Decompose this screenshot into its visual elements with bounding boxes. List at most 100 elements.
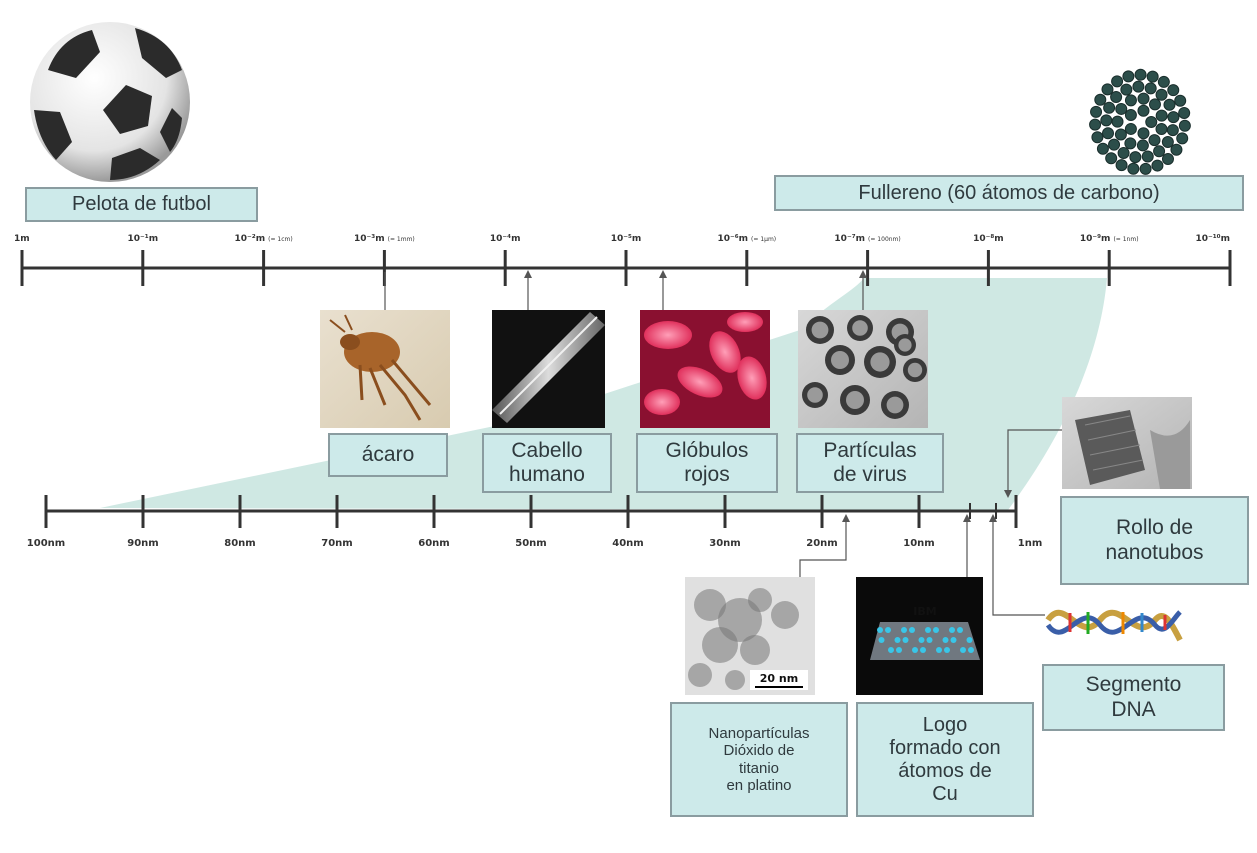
carbon-atom <box>1166 124 1179 137</box>
carbon-atom <box>1110 90 1123 103</box>
copper-atom <box>878 637 885 643</box>
bottom-scale-label: 10nm <box>903 538 934 549</box>
carbon-atom <box>1155 88 1168 101</box>
carbon-atom <box>1134 68 1147 81</box>
copper-atom <box>933 627 939 633</box>
copper-atom <box>912 647 918 653</box>
bottom-scale-label: 70nm <box>321 538 352 549</box>
copper-atom <box>894 637 901 643</box>
tio2-scale-bar-label: 20 nm <box>760 672 798 685</box>
carbon-atom <box>1089 118 1102 131</box>
carbon-atom <box>1157 75 1170 88</box>
carbon-atom <box>1146 70 1159 83</box>
carbon-atom <box>1124 94 1137 107</box>
virus-core <box>811 321 829 339</box>
top-scale-label: 10⁻⁵m <box>611 234 642 244</box>
red-blood-cells-photo <box>640 310 770 428</box>
bottom-scale-label: 20nm <box>806 538 837 549</box>
virus-particles-photo <box>798 310 928 428</box>
human-hair-photo <box>492 310 605 428</box>
carbon-atom <box>1136 139 1149 152</box>
top-scale-label: 10⁻²m(= 1cm) <box>235 234 293 244</box>
carbon-atom <box>1174 94 1187 107</box>
copper-atom <box>926 637 933 643</box>
carbon-atom <box>1132 80 1145 93</box>
carbon-atom <box>1096 142 1109 155</box>
bottom-scale-label: 40nm <box>612 538 643 549</box>
copper-atom <box>877 627 883 633</box>
bottom-scale-label: 30nm <box>709 538 740 549</box>
soccer-ball-icon <box>30 22 190 182</box>
copper-atom <box>896 647 902 653</box>
carbon-atom <box>1167 111 1180 124</box>
carbon-atom <box>1124 122 1137 135</box>
carbon-atom <box>1115 102 1128 115</box>
virus-core <box>831 351 849 369</box>
copper-atom <box>942 637 949 643</box>
carbon-atom <box>1091 131 1104 144</box>
carbon-atom <box>1153 145 1166 158</box>
human-hair-label: Cabello humano <box>482 433 612 493</box>
copper-atom <box>925 627 931 633</box>
carbon-atom <box>1100 114 1113 127</box>
top-scale-label: 10⁻¹m <box>127 234 158 244</box>
carbon-atom <box>1155 122 1168 135</box>
virus-core <box>870 352 890 372</box>
virus-core <box>807 387 823 403</box>
copper-atom <box>944 647 950 653</box>
copper-atom-logo-label: Logo formado con átomos de Cu <box>856 702 1034 817</box>
carbon-atom <box>1161 153 1174 166</box>
carbon-atom <box>1178 119 1191 132</box>
top-scale-label: 10⁻⁶m(= 1µm) <box>717 234 776 244</box>
tio2-nanoparticles-label: Nanopartículas Dióxido de titanio en pla… <box>670 702 848 817</box>
copper-atom <box>968 647 974 653</box>
carbon-atom <box>1137 127 1150 140</box>
ibm-logo-text: IBM <box>913 605 936 618</box>
top-scale-label: 10⁻⁷m(= 100nm) <box>834 234 900 244</box>
carbon-atom <box>1108 138 1121 151</box>
top-scale-label: 10⁻¹⁰m <box>1195 234 1230 244</box>
carbon-atom <box>1145 116 1158 128</box>
copper-atom <box>949 627 955 633</box>
virus-core <box>846 391 864 409</box>
pointer-lines <box>384 272 1062 616</box>
fullerene-molecule-icon <box>1089 68 1191 175</box>
carbon-atom <box>1111 115 1124 128</box>
red-blood-cells-label: Glóbulos rojos <box>636 433 778 493</box>
carbon-atom <box>1137 104 1150 117</box>
carbon-atom <box>1101 83 1114 96</box>
carbon-atom <box>1114 128 1127 141</box>
copper-atom <box>901 627 907 633</box>
carbon-atom <box>1105 152 1118 165</box>
nanotube-roll-label: Rollo de nanotubos <box>1060 496 1249 585</box>
carbon-atom <box>1144 82 1157 95</box>
bottom-scale-label: 60nm <box>418 538 449 549</box>
copper-atom <box>918 637 925 643</box>
tio2-nanoparticles-photo: 20 nm <box>685 577 815 695</box>
carbon-atom <box>1148 98 1161 111</box>
top-scale-label: 1m <box>14 234 30 244</box>
ibm-atom-logo-photo: IBM <box>856 577 983 695</box>
carbon-atom <box>1094 93 1107 106</box>
carbon-atom <box>1176 132 1189 145</box>
virus-core <box>898 338 912 352</box>
copper-atom <box>888 647 894 653</box>
copper-atom <box>902 637 909 643</box>
fullerene-label: Fullereno (60 átomos de carbono) <box>774 175 1244 211</box>
bottom-scale-label: 80nm <box>224 538 255 549</box>
bottom-scale-label: 1nm <box>1018 538 1043 549</box>
carbon-atom <box>1178 106 1191 119</box>
mite-photo <box>320 310 450 428</box>
carbon-atom <box>1117 146 1130 159</box>
copper-atom <box>966 637 973 643</box>
bottom-scale-label: 50nm <box>515 538 546 549</box>
carbon-atom <box>1124 137 1137 150</box>
carbon-atom <box>1167 84 1180 97</box>
dna-helix-icon <box>1045 609 1183 642</box>
virus-particles-label: Partículas de virus <box>796 433 944 493</box>
carbon-atom <box>1137 92 1150 105</box>
carbon-atom <box>1120 83 1133 96</box>
top-scale-label: 10⁻⁴m <box>490 234 521 244</box>
